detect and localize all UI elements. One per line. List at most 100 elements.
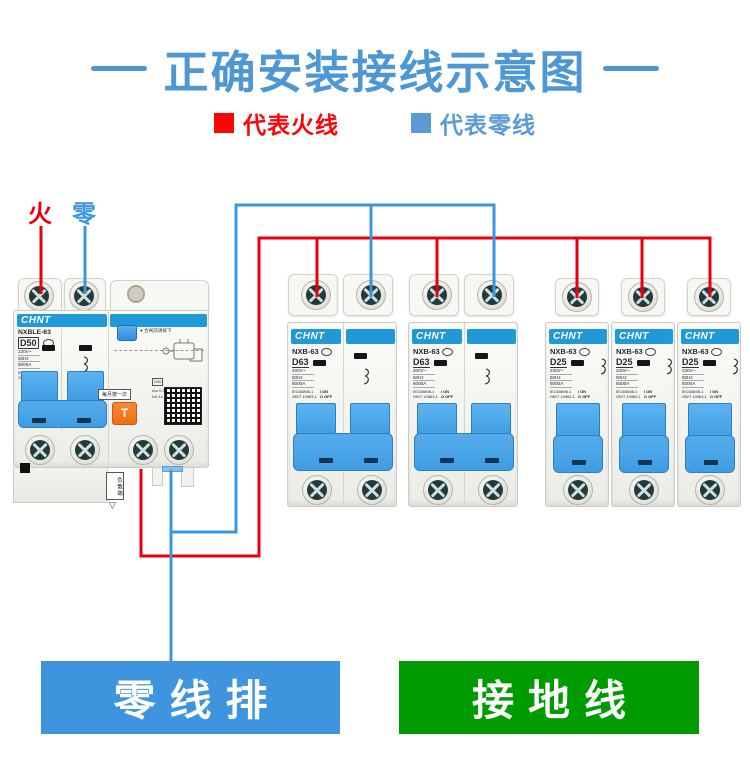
page-title: 正确安装接线示意图 [163, 47, 587, 98]
terminal-screw-icon [70, 435, 100, 465]
monthly-test-note: 每月按一次 [98, 389, 132, 400]
qr-code [164, 387, 202, 425]
brand-logo: CHNT [619, 331, 649, 342]
ccc-mark-icon [441, 347, 453, 356]
terminal-screw-icon [128, 435, 158, 465]
brand-band: CHNT [17, 314, 107, 327]
brand-logo: CHNT [295, 331, 325, 342]
ground-wire-banner: 接地线 [399, 661, 699, 734]
neutral-clip [162, 466, 183, 472]
brand-logo: CHNT [553, 331, 583, 342]
test-note: ● 合闸前请按下 [140, 328, 172, 333]
terminal-screw-icon [423, 475, 453, 505]
legend-live-wire: 代表火线 [214, 106, 339, 140]
down-arrow-icon: ▽ [109, 500, 116, 510]
terminal-screw-icon [164, 435, 194, 465]
terminal-screw-icon [357, 475, 387, 505]
body-extension [13, 468, 108, 503]
neutral-wire-tag: 零 [72, 201, 96, 228]
mcb-nxb63-2pole-1: CHNT NXB-63 D63 400V~ 50Hz 6000A IEC6089… [287, 274, 397, 507]
terminal-screw-icon [24, 281, 54, 311]
legend: 代表火线 代表零线 [0, 106, 750, 140]
neutral-busbar-label: 零线排 [113, 677, 282, 724]
brand-logo: CHNT [21, 315, 51, 326]
title-dash-left [91, 66, 148, 71]
handle-tie-bar [293, 433, 393, 471]
ccc-mark-icon [644, 347, 656, 356]
trip-curve-icon [82, 356, 88, 373]
terminal-screw-icon [629, 475, 659, 505]
rating-label: D63 [413, 357, 430, 368]
breaker-body: CHNT NXB-63 D25 230V~ 50Hz 6000A IEC6089… [611, 322, 675, 507]
ccc-mark-icon [578, 347, 590, 356]
brand-band: CHNT [681, 329, 739, 344]
legend-neutral-wire: 代表零线 [411, 106, 536, 140]
rcbo-nxble63: CHNT NXBLE-63 D50 230V~ 50Hz 6000A IEC61… [13, 276, 209, 510]
breaker-body: CHNT NXBLE-63 D50 230V~ 50Hz 6000A IEC61… [13, 310, 209, 468]
page-title-row: 正确安装接线示意图 [0, 36, 750, 101]
ccc-mark-icon [710, 347, 722, 356]
terminal-screw-icon [562, 282, 592, 312]
rating-label: D25 [616, 357, 633, 368]
trip-curve-icon [600, 358, 606, 375]
neutral-busbar-banner: 零线排 [41, 661, 340, 734]
terminal-screw-icon [301, 280, 331, 310]
model-label: NXB-63 [682, 347, 709, 356]
rating-label: D63 [292, 357, 309, 368]
trip-curve-icon [363, 368, 369, 385]
brand-logo: CHNT [416, 331, 446, 342]
ratings-label-block: NXB-63 D63 400V~ 50Hz 6000A IEC60898-1 G… [413, 347, 454, 400]
status-window [702, 359, 716, 366]
load-side-tag: 负载端 [106, 472, 124, 500]
rcd-schematic-icon [162, 339, 203, 362]
terminal-screw-icon [356, 280, 386, 310]
handle-toggle [619, 435, 669, 473]
model-label: NXB-63 [550, 347, 577, 356]
mcb-nxb63-1pole-2: CHNT NXB-63 D25 230V~ 50Hz 6000A IEC6089… [611, 274, 675, 507]
terminal-screw-icon [477, 280, 507, 310]
breaker-handle [21, 371, 58, 403]
status-window [354, 353, 367, 359]
brand-band: CHNT [412, 329, 462, 344]
terminal-screw-icon [302, 475, 332, 505]
rcd-test-t-button: T [112, 402, 137, 425]
mount-hole-icon [127, 285, 145, 303]
terminal-screw-icon [694, 282, 724, 312]
terminal-screw-icon [628, 282, 658, 312]
rating-label: D25 [550, 357, 567, 368]
rcd-test-button [117, 325, 137, 341]
status-window [570, 359, 584, 366]
breaker-body: CHNT NXB-63 D63 400V~ 50Hz 6000A IEC6089… [287, 322, 397, 507]
brand-band [467, 329, 516, 344]
status-window [79, 345, 92, 351]
terminal-screw-icon [695, 475, 725, 505]
rating-label: D50 [18, 337, 39, 349]
ratings-label-block: NXB-63 D63 400V~ 50Hz 6000A IEC60898-1 G… [292, 347, 333, 400]
model-label: NXB-63 [616, 347, 643, 356]
terminal-screw-icon [478, 475, 508, 505]
status-window [636, 359, 650, 366]
breaker-body: CHNT NXB-63 D25 230V~ 50Hz 6000A IEC6089… [545, 322, 609, 507]
ccc-mark-icon [320, 347, 332, 356]
ratings-label-block: NXB-63 D25 230V~ 50Hz 6000A IEC60898-1 G… [550, 347, 591, 400]
brand-band: CHNT [549, 329, 607, 344]
ground-wire-label: 接地线 [471, 677, 640, 724]
breaker-body: CHNT NXB-63 D25 230V~ 50Hz 6000A IEC6089… [677, 322, 741, 507]
model-label: NXB-63 [413, 347, 440, 356]
trip-curve-icon [666, 358, 672, 375]
status-window [433, 359, 447, 366]
status-window [42, 345, 55, 351]
terminal-screw-icon [422, 280, 452, 310]
legend-neutral-label: 代表零线 [440, 112, 536, 138]
mcb-nxb63-2pole-2: CHNT NXB-63 D63 400V~ 50Hz 6000A IEC6089… [408, 274, 518, 507]
handle-toggle [553, 435, 603, 473]
terminal-screw-icon [69, 281, 99, 311]
mcb-nxb63-1pole-1: CHNT NXB-63 D25 230V~ 50Hz 6000A IEC6089… [545, 274, 609, 507]
title-dash-right [602, 66, 659, 71]
